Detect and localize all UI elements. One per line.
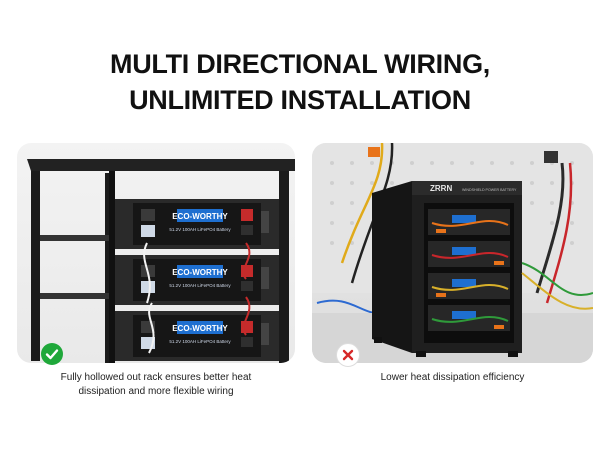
battery-module-2: ECO-WORTHY 51.2V 100AH LiFePO4 Battery	[111, 255, 279, 305]
enclosed-cabinet-photo: ZRRN WINDSHIELD POWER BATTERY	[312, 143, 593, 363]
open-rack-illustration: ECO-WORTHY 51.2V 100AH LiFePO4 Battery E…	[27, 159, 295, 363]
right-caption: Lower heat dissipation efficiency	[380, 372, 525, 383]
cross-badge	[336, 343, 360, 367]
check-icon	[45, 349, 59, 360]
left-caption: Fully hollowed out rack ensures better h…	[17, 371, 295, 399]
battery-cabinet: ZRRN WINDSHIELD POWER BATTERY	[372, 181, 522, 357]
battery-spec-label: 51.2V 100AH LiFePO4 Battery	[169, 283, 231, 288]
check-badge	[41, 343, 63, 365]
headline-line-2: UNLIMITED INSTALLATION	[129, 85, 471, 115]
battery-brand-label: ECO-WORTHY	[172, 212, 228, 221]
left-caption-line-1: Fully hollowed out rack ensures better h…	[60, 372, 252, 383]
headline: MULTI DIRECTIONAL WIRING, UNLIMITED INST…	[0, 46, 600, 118]
battery-brand-label: ECO-WORTHY	[172, 324, 228, 333]
battery-brand-label: ECO-WORTHY	[172, 268, 228, 277]
headline-line-1: MULTI DIRECTIONAL WIRING,	[110, 49, 490, 79]
open-rack-photo: ECO-WORTHY 51.2V 100AH LiFePO4 Battery E…	[17, 143, 295, 363]
battery-module-3: ECO-WORTHY 51.2V 100AH LiFePO4 Battery	[111, 311, 279, 361]
enclosed-cabinet-illustration: ZRRN WINDSHIELD POWER BATTERY	[312, 143, 593, 363]
battery-module-1: ECO-WORTHY 51.2V 100AH LiFePO4 Battery	[111, 199, 279, 249]
battery-spec-label: 51.2V 100AH LiFePO4 Battery	[169, 227, 231, 232]
left-caption-line-2: dissipation and more flexible wiring	[78, 386, 234, 397]
cabinet-subtitle: WINDSHIELD POWER BATTERY	[462, 188, 517, 192]
cross-icon	[342, 349, 354, 361]
battery-spec-label: 51.2V 100AH LiFePO4 Battery	[169, 339, 231, 344]
cabinet-logo: ZRRN	[430, 184, 452, 193]
